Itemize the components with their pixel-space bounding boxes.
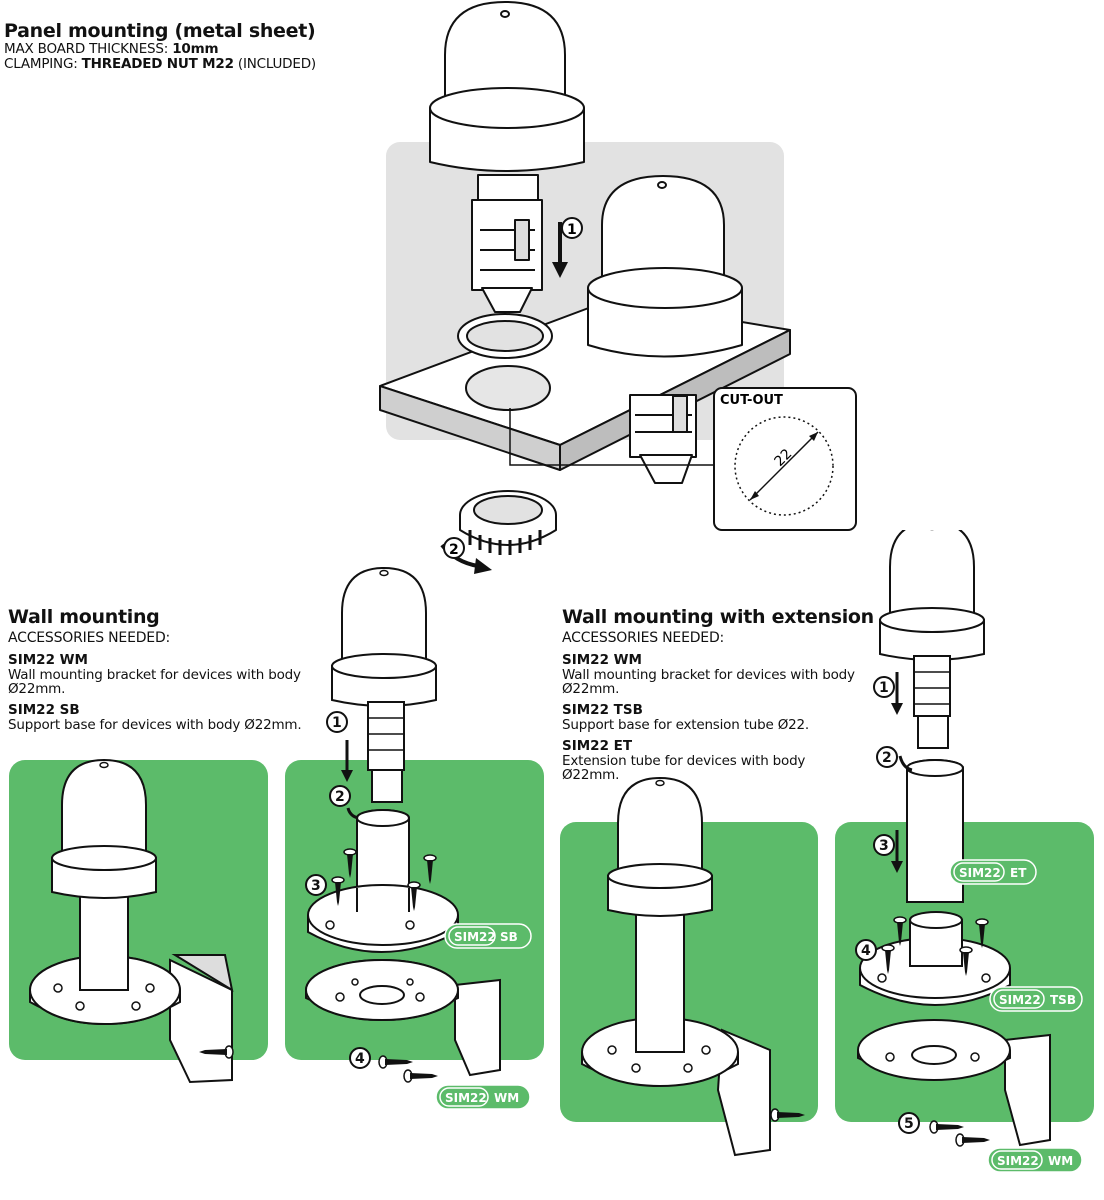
- panel-step-1: 1: [567, 222, 577, 238]
- panel-hole: [465, 365, 551, 411]
- wall-ext-assembled-unit: [581, 777, 806, 1157]
- max-thickness-line: MAX BOARD THICKNESS: 10mm: [4, 41, 219, 57]
- svg-text:TSB: TSB: [1050, 993, 1076, 1007]
- wall-ext-step-5: 5: [904, 1116, 914, 1132]
- svg-text:SIM22: SIM22: [999, 993, 1041, 1007]
- wall-mounting-illustrations: 1 2 3 4 1 2 3 4 5 SIM22 SB SIM22 WM SIM2…: [29, 530, 1083, 1173]
- wall-ext-exploded-unit: [857, 530, 1051, 1147]
- badge-wm: SIM22 WM: [435, 1084, 531, 1110]
- wall-accessory-wm: SIM22 WM Wall mounting bracket for devic…: [8, 652, 301, 697]
- wall-ext-accessory-wm: SIM22 WM Wall mounting bracket for devic…: [562, 652, 855, 697]
- wall-ext-step-2: 2: [882, 750, 892, 766]
- wall-ext-accessories-heading: ACCESSORIES NEEDED:: [562, 630, 725, 646]
- wall-assembled-unit: [29, 759, 234, 1084]
- wall-mounting-title: Wall mounting: [8, 606, 160, 628]
- badge-wm-ext: SIM22 WM: [987, 1147, 1083, 1173]
- svg-text:SIM22: SIM22: [454, 930, 496, 944]
- wall-ext-step-1: 1: [879, 680, 889, 696]
- wall-ext-title: Wall mounting with extension: [562, 606, 874, 628]
- wall-ext-section: Wall mounting with extension ACCESSORIES…: [562, 606, 874, 783]
- svg-text:SIM22: SIM22: [445, 1091, 487, 1105]
- svg-text:SB: SB: [500, 930, 518, 944]
- wall-accessories-heading: ACCESSORIES NEEDED:: [8, 630, 171, 646]
- svg-text:WM: WM: [1048, 1154, 1073, 1168]
- cutout-label: CUT-OUT: [720, 393, 783, 408]
- threaded-nut: [459, 490, 557, 555]
- wall-ext-step-4: 4: [861, 943, 871, 959]
- wall-ext-accessory-et: SIM22 ET Extension tube for devices with…: [562, 738, 806, 783]
- panel-mounting-illustration: CUT-OUT 22 1 2: [379, 1, 857, 574]
- svg-text:SIM22: SIM22: [959, 866, 1001, 880]
- badge-tsb: SIM22 TSB: [989, 986, 1083, 1012]
- wall-ext-accessory-tsb: SIM22 TSB Support base for extension tub…: [562, 702, 809, 733]
- badge-et: SIM22 ET: [949, 859, 1037, 885]
- wall-step-1: 1: [332, 715, 342, 731]
- wall-step-3: 3: [311, 878, 321, 894]
- wall-step-2: 2: [335, 789, 345, 805]
- badge-sb: SIM22 SB: [444, 923, 532, 949]
- svg-text:WM: WM: [494, 1091, 519, 1105]
- wall-accessory-sb: SIM22 SB Support base for devices with b…: [8, 702, 302, 733]
- panel-step-2: 2: [449, 542, 459, 558]
- clamping-line: CLAMPING: THREADED NUT M22 (INCLUDED): [4, 56, 316, 72]
- wall-exploded-unit: [305, 567, 501, 1083]
- wall-ext-step-3: 3: [879, 838, 889, 854]
- panel-mounting-title: Panel mounting (metal sheet): [4, 20, 316, 42]
- wall-step-4: 4: [355, 1051, 365, 1067]
- wall-mounting-section: Wall mounting ACCESSORIES NEEDED: SIM22 …: [8, 606, 308, 732]
- signal-lamp-top: [429, 1, 585, 313]
- svg-text:SIM22: SIM22: [997, 1154, 1039, 1168]
- signal-lamp-mounted: [587, 175, 743, 484]
- panel-mounting-header: Panel mounting (metal sheet) MAX BOARD T…: [4, 20, 316, 72]
- svg-text:ET: ET: [1010, 866, 1027, 880]
